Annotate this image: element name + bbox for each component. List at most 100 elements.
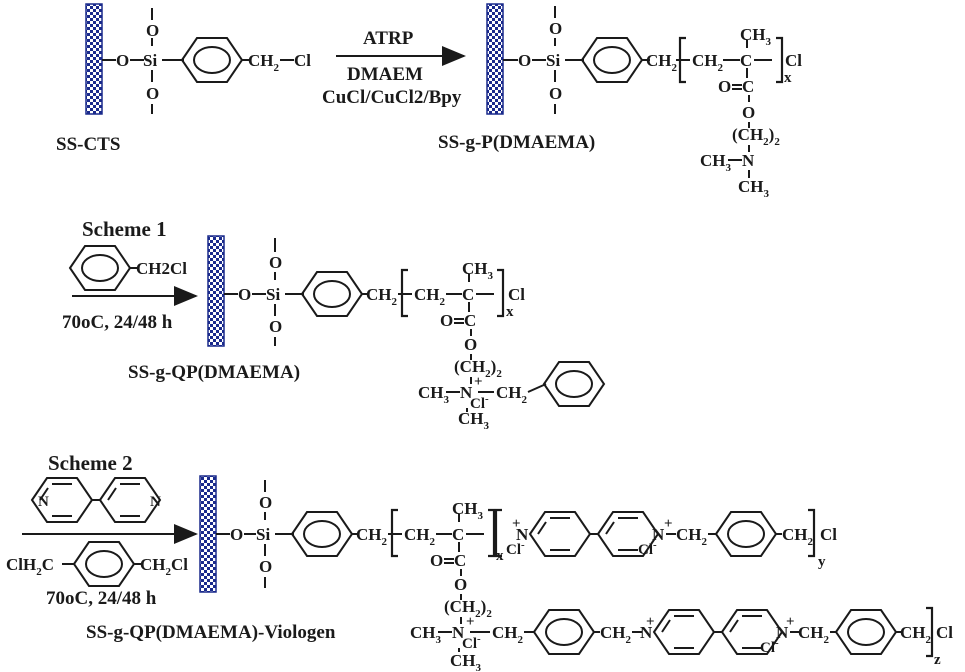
atom-n: N (452, 623, 465, 642)
ch2-label: CH2 (646, 51, 678, 74)
silica-surface (207, 235, 225, 347)
atom-si: Si (266, 285, 280, 304)
benzyl-chloride-label: CH2Cl (136, 259, 187, 278)
atom-cl: Cl (936, 623, 953, 642)
ch2-label: CH2 (782, 525, 814, 548)
ss-g-qpdmaema-viologen-structure: O Si O O CH2 CH2 C CH3 x + N Cl- N + Cl-… (199, 475, 953, 672)
chloride-ion: Cl- (506, 539, 525, 558)
repeat-z: z (934, 652, 941, 668)
xylene-dichloride-reagent: ClH2C CH2Cl (6, 541, 188, 587)
atom-o: O (230, 525, 243, 544)
atom-n: N (640, 623, 653, 642)
scheme-2-label: Scheme 2 (48, 451, 133, 475)
atom-o: O (238, 285, 251, 304)
atom-si: Si (546, 51, 560, 70)
atom-n: N (652, 525, 665, 544)
atom-n: N (776, 623, 789, 642)
ch2-label: CH2 (414, 285, 446, 308)
ch2-label: CH2 (692, 51, 724, 74)
charge-plus: + (474, 374, 483, 390)
ch3-label: CH3 (738, 177, 770, 200)
atom-n: N (460, 383, 473, 402)
silica-surface (199, 475, 217, 593)
atom-o: O (430, 551, 443, 570)
silica-surface (486, 3, 504, 115)
atom-c: C (454, 551, 466, 570)
reagent-dmaem: DMAEM (347, 64, 423, 85)
repeat-x: x (496, 548, 504, 564)
atom-cl: Cl (820, 525, 837, 544)
chloride-ion: Cl- (638, 539, 657, 558)
charge-plus: + (466, 614, 475, 630)
ch3-label: CH3 (458, 409, 490, 432)
chloride-ion: Cl- (462, 633, 481, 652)
atom-o: O (464, 335, 477, 354)
ch2-label: CH2 (356, 525, 388, 548)
ch2-label: CH2 (496, 383, 528, 406)
atom-o: O (269, 253, 282, 272)
ch3-label: CH3 (740, 25, 772, 48)
atom-n: N (150, 494, 161, 510)
atom-cl: Cl (294, 51, 311, 70)
ch3-label: CH3 (700, 151, 732, 174)
ss-g-pdmaema-structure: O Si O O CH2 CH2 C CH3 Cl x O C O (CH2)2… (486, 3, 802, 200)
atom-n: N (516, 525, 529, 544)
ss-cts-label: SS-CTS (56, 134, 120, 155)
atom-o: O (440, 311, 453, 330)
ch2-label: CH2 (366, 285, 398, 308)
ss-g-pdmaema-label: SS-g-P(DMAEMA) (438, 132, 595, 153)
atom-o: O (549, 19, 562, 38)
atom-c: C (452, 525, 464, 544)
ch2-label: CH2 (900, 623, 932, 646)
ch2-label: CH2 (798, 623, 830, 646)
repeat-x: x (784, 70, 792, 86)
repeat-x: x (506, 304, 514, 320)
ethylene-label: (CH2)2 (732, 125, 780, 148)
ss-g-qpdmaema-label: SS-g-QP(DMAEMA) (128, 362, 300, 383)
atom-o: O (259, 557, 272, 576)
ch2-label: CH2 (492, 623, 524, 646)
ethylene-label: (CH2)2 (444, 597, 492, 620)
ch2cl-label: CH2Cl (140, 555, 188, 578)
repeat-y: y (818, 554, 826, 570)
charge-plus: + (512, 516, 521, 532)
atom-o: O (116, 51, 129, 70)
atom-n: N (742, 151, 755, 170)
ch2-label: CH2 (600, 623, 632, 646)
ch2-label: CH2 (676, 525, 708, 548)
atom-c: C (740, 51, 752, 70)
atom-o: O (269, 317, 282, 336)
atom-c: C (462, 285, 474, 304)
atom-o: O (454, 575, 467, 594)
ch2-label: CH2 (248, 51, 280, 74)
atom-n: N (38, 494, 49, 510)
atom-c: C (464, 311, 476, 330)
ss-cts-structure: O Si O O CH2 Cl (85, 3, 311, 115)
scheme-1-label: Scheme 1 (82, 217, 167, 241)
atom-o: O (549, 84, 562, 103)
reagent-catalyst: CuCl/CuCl2/Bpy (322, 87, 462, 108)
conditions-2: 70oC, 24/48 h (46, 588, 157, 609)
atom-o: O (259, 493, 272, 512)
chloride-ion: Cl- (470, 393, 489, 412)
atom-o: O (146, 21, 159, 40)
atom-cl: Cl (508, 285, 525, 304)
atom-c: C (742, 77, 754, 96)
atom-o: O (718, 77, 731, 96)
ch2-label: CH2 (404, 525, 436, 548)
charge-plus: + (664, 516, 673, 532)
chloride-ion: Cl- (760, 637, 779, 656)
ch3-label: CH3 (462, 259, 494, 282)
atom-si: Si (256, 525, 270, 544)
ch3-label: CH3 (450, 651, 482, 672)
ch3-label: CH3 (418, 383, 450, 406)
charge-plus: + (646, 614, 655, 630)
atom-o: O (146, 84, 159, 103)
charge-plus: + (786, 614, 795, 630)
reagent-atrp: ATRP (363, 28, 414, 49)
atom-si: Si (143, 51, 157, 70)
atom-o: O (518, 51, 531, 70)
atom-o: O (742, 103, 755, 122)
